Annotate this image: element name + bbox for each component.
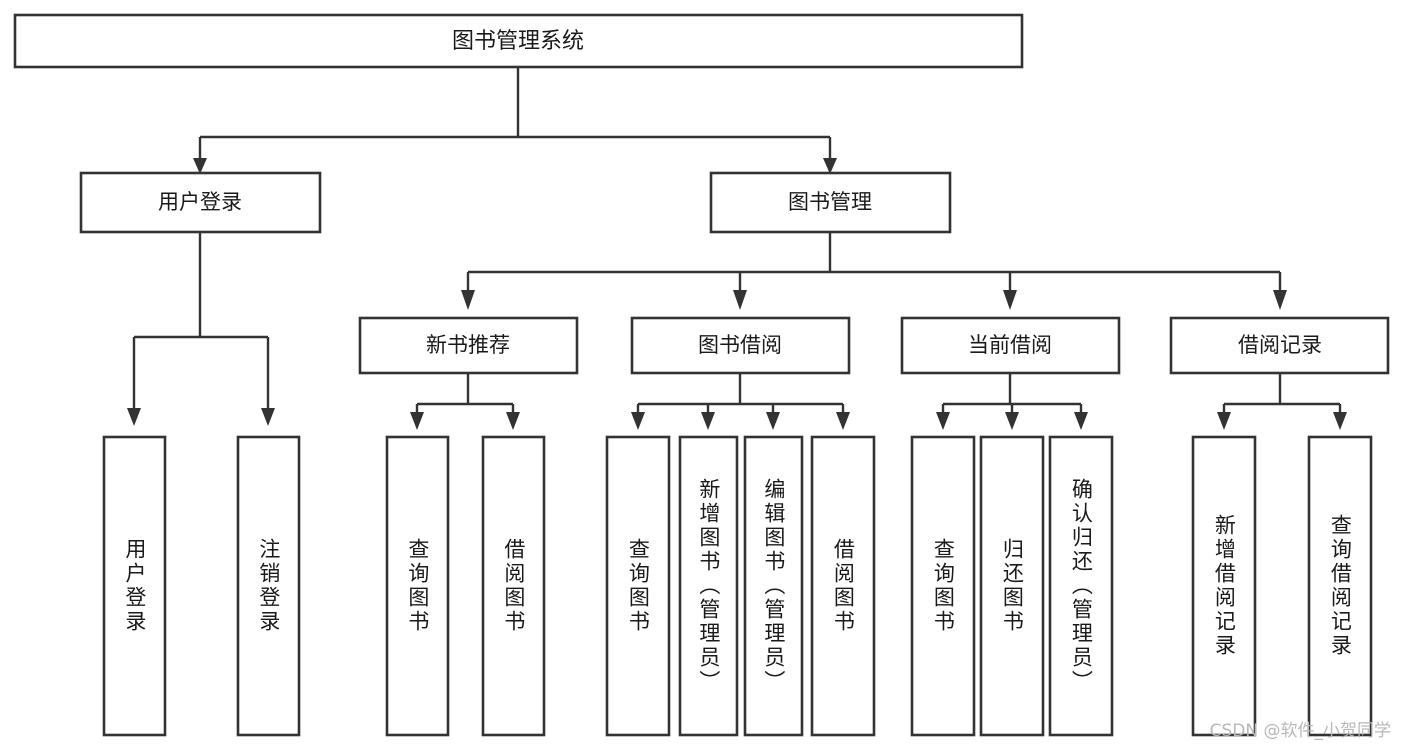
node-book-management[interactable]: 图书管理	[709, 171, 952, 234]
leaf-box-query-book-new[interactable]	[385, 435, 450, 737]
node-user-login-label: 用户登录	[158, 190, 242, 214]
arrow-current-leaf-1	[936, 412, 950, 430]
node-borrow-record[interactable]: 借阅记录	[1169, 316, 1390, 375]
leaf-box-borrow-book[interactable]	[810, 435, 876, 737]
arrow-current-leaf-2	[1005, 412, 1019, 430]
leaf-box-return-book[interactable]	[979, 435, 1045, 737]
node-book-borrow-label: 图书借阅	[698, 333, 782, 357]
leaf-box-query-book-borrow[interactable]	[605, 435, 671, 737]
node-user-login[interactable]: 用户登录	[79, 171, 322, 234]
leaf-box-add-book-admin[interactable]	[678, 435, 739, 737]
node-new-book-recommend-label: 新书推荐	[426, 333, 510, 357]
arrow-record-leaf-1	[1217, 412, 1231, 430]
node-new-book-recommend[interactable]: 新书推荐	[358, 316, 579, 375]
leaf-box-logout[interactable]	[236, 435, 301, 737]
arrow-root-to-user-login	[193, 158, 207, 174]
leaf-box-confirm-return-admin[interactable]	[1048, 435, 1114, 737]
leaf-box-query-borrow-record[interactable]	[1307, 435, 1373, 737]
leaf-box-edit-book-admin[interactable]	[743, 435, 804, 737]
arrow-record-leaf-2	[1333, 412, 1347, 430]
arrow-borrow-leaf-4	[836, 412, 850, 430]
arrow-userlogin-leaf-1	[127, 408, 141, 426]
leaf-box-query-book-current[interactable]	[910, 435, 976, 737]
arrow-userlogin-leaf-2	[261, 408, 275, 426]
node-borrow-record-label: 借阅记录	[1238, 333, 1322, 357]
arrow-bookmgmt-to-current	[1003, 290, 1017, 310]
node-book-borrow[interactable]: 图书借阅	[630, 316, 851, 375]
leaf-box-user-login[interactable]	[102, 435, 167, 737]
arrow-newbook-leaf-1	[410, 412, 424, 430]
connectors	[127, 67, 1347, 430]
node-book-management-label: 图书管理	[788, 190, 872, 214]
node-root-system-label: 图书管理系统	[452, 29, 584, 54]
leaf-box-borrow-book-new[interactable]	[481, 435, 546, 737]
arrow-borrow-leaf-3	[766, 412, 780, 430]
arrow-root-to-book-mgmt	[823, 158, 837, 174]
arrow-borrow-leaf-1	[631, 412, 645, 430]
arrow-newbook-leaf-2	[506, 412, 520, 430]
arrow-bookmgmt-to-record	[1273, 290, 1287, 310]
node-root-system[interactable]: 图书管理系统	[13, 13, 1024, 69]
leaf-box-add-borrow-record[interactable]	[1191, 435, 1257, 737]
arrow-borrow-leaf-2	[701, 412, 715, 430]
arrow-bookmgmt-to-newbook	[461, 290, 475, 310]
arrow-bookmgmt-to-borrow	[733, 290, 747, 310]
node-current-borrow[interactable]: 当前借阅	[900, 316, 1121, 375]
arrow-current-leaf-3	[1074, 412, 1088, 430]
node-current-borrow-label: 当前借阅	[968, 333, 1052, 357]
